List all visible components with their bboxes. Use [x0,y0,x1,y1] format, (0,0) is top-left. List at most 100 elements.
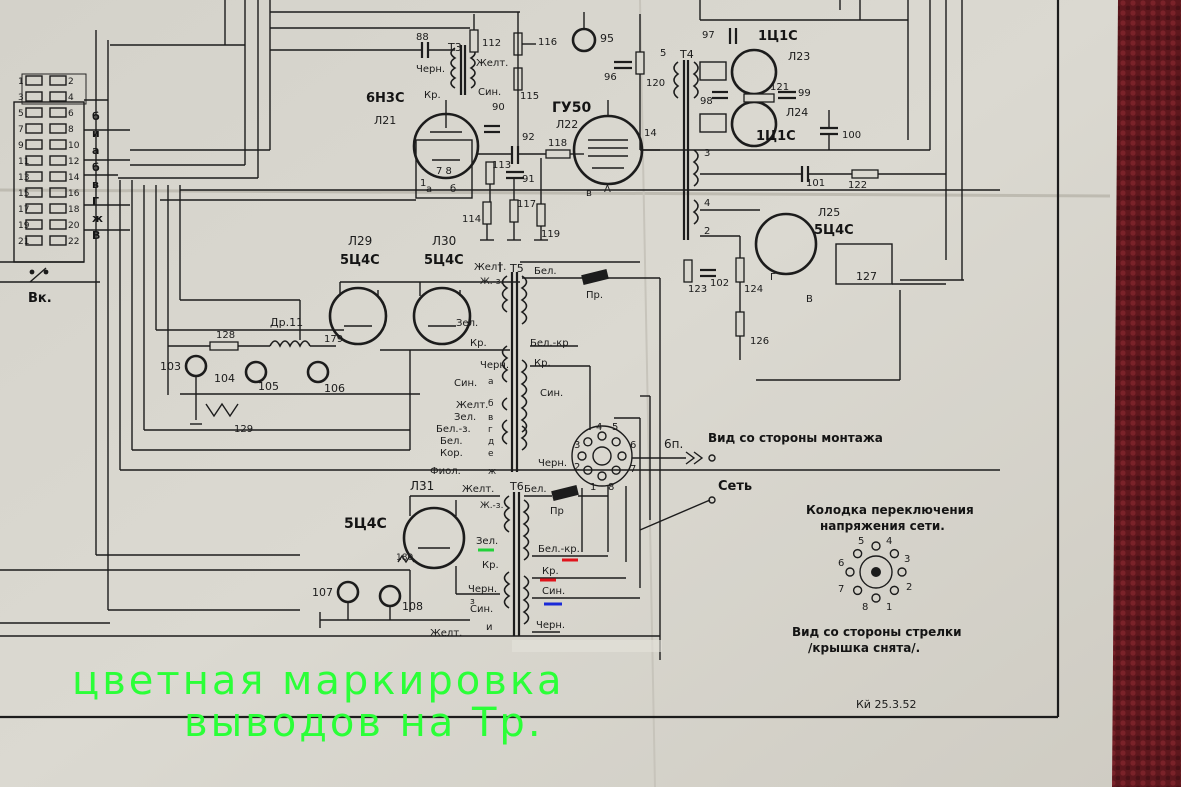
svg-text:7: 7 [630,464,636,475]
svg-text:8: 8 [862,602,868,613]
socket-pin [852,548,863,559]
svg-text:1: 1 [886,602,892,613]
strip-contact [25,171,43,182]
svg-text:179: 179 [324,334,343,345]
svg-text:Кр.: Кр. [542,566,559,577]
svg-text:Кр.: Кр. [424,90,441,101]
svg-text:Ж.-з.: Ж.-з. [480,277,503,287]
strip-pin-left: 11 [18,157,29,167]
socket-pin [583,465,593,475]
socket-pin [871,593,881,603]
socket-pin [583,437,593,447]
svg-text:97: 97 [702,30,715,41]
strip-contact [25,155,43,166]
socket-pin [597,471,607,481]
svg-text:107: 107 [312,586,333,599]
svg-text:Бел.-кр: Бел.-кр [530,338,569,349]
svg-text:6: 6 [838,558,844,569]
svg-text:128: 128 [216,330,235,341]
svg-text:е: е [488,449,494,459]
svg-text:95: 95 [600,32,614,45]
svg-text:4: 4 [704,198,710,209]
svg-text:108: 108 [402,600,423,613]
mains-label: Сеть [718,479,752,494]
svg-text:Черн.: Черн. [468,584,497,595]
strip-contact [25,75,43,86]
connector-6p: 3 4 5 6 7 8 1 2 6п. Вид со стороны монта… [571,395,883,588]
svg-text:Син.: Син. [478,87,501,98]
strip-pin-left: 9 [18,141,24,151]
svg-text:Син.: Син. [470,604,493,615]
strip-contact [49,235,67,246]
svg-text:102: 102 [710,278,729,289]
view-mount-label: Вид со стороны монтажа [708,431,883,445]
tube-l31-designator: Л31 [410,479,434,493]
svg-text:Желт.: Желт. [462,484,494,495]
svg-text:Желт.: Желт. [474,262,506,273]
strip-pin-left: 1 [18,77,24,87]
svg-text:а: а [488,377,494,387]
strip-pin-right: 14 [68,173,80,183]
socket-pin [611,465,621,475]
strip-pin-right: 8 [68,125,74,135]
svg-text:В: В [806,294,813,305]
svg-text:Т3: Т3 [447,41,462,54]
svg-text:180: 180 [396,553,413,563]
paper-fold [0,188,1111,198]
svg-text:122: 122 [848,180,867,191]
socket-pin [889,548,900,559]
svg-text:3: 3 [704,148,710,159]
svg-text:1: 1 [590,482,596,493]
svg-text:120: 120 [646,78,665,89]
svg-text:124: 124 [744,284,763,295]
bus-wires [0,0,1000,637]
tube-l24-designator: Л24 [786,106,808,119]
svg-text:123: 123 [688,284,707,295]
svg-text:119: 119 [541,229,560,240]
socket-pin [617,451,627,461]
strip-pin-right: 20 [68,221,80,231]
strip-contact [25,91,43,102]
hv-rectifier: Т4 5 3 4 2 1Ц1С Л23 Л24 1Ц1С 97 121 99 9… [640,0,963,280]
svg-text:Ж.-з.: Ж.-з. [480,501,503,511]
switch-label: Вк. [28,291,52,306]
strip-pin-right: 12 [68,157,79,167]
svg-text:Зел.: Зел. [456,318,478,329]
strip-contact [49,91,67,102]
socket-pin [889,585,900,596]
drawing-stamp: Кй 25.3.52 [856,698,916,711]
svg-text:99: 99 [798,88,811,99]
strip-contact [49,123,67,134]
svg-text:118: 118 [548,138,567,149]
strip-contact [25,235,43,246]
strip-contact [25,123,43,134]
socket-pin [852,585,863,596]
svg-text:ж: ж [488,467,496,477]
strip-contact [49,171,67,182]
strip-pin-left: 13 [18,173,29,183]
svg-text:2: 2 [574,462,580,473]
tube-l30-type: 5Ц4С [424,253,464,268]
svg-text:115: 115 [520,91,539,102]
svg-text:4: 4 [886,536,892,547]
socket-pin [897,567,907,577]
svg-text:116: 116 [538,37,557,48]
transformer-t5: Т5 Желт. Ж.-з. Зел. Кр. Черн. Син. Желт.… [430,261,661,660]
svg-text:Кор.: Кор. [440,448,463,459]
tube-l23-designator: Л23 [788,50,810,63]
svg-text:а: а [426,184,432,195]
svg-text:117: 117 [517,199,536,210]
strip-contact [25,219,43,230]
svg-text:6п.: 6п. [664,437,683,451]
svg-text:Зел.: Зел. [454,412,476,423]
svg-text:Син.: Син. [454,378,477,389]
svg-text:в: в [488,413,493,423]
tube-l22-type: ГУ50 [552,100,591,116]
svg-text:7: 7 [838,584,844,595]
svg-text:Черн.: Черн. [538,458,567,469]
tube-l25-type: 5Ц4С [814,223,854,238]
svg-text:Г: Г [770,272,776,283]
tube-l22-designator: Л22 [556,118,578,131]
tube-l25-designator: Л25 [818,206,840,219]
strip-pin-right: 4 [68,93,74,103]
